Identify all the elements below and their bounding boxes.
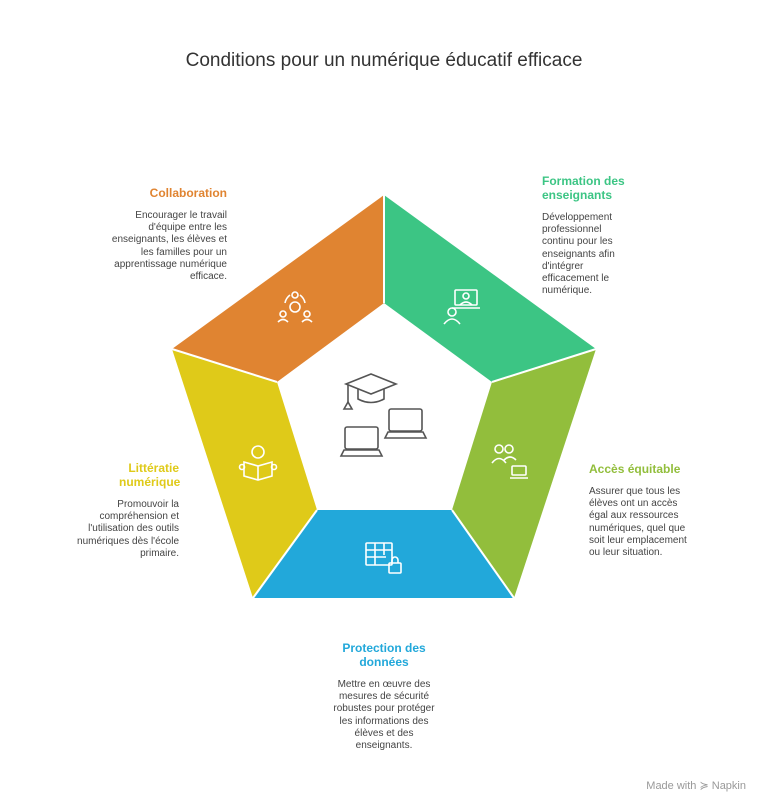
team-gear-icon xyxy=(277,291,313,323)
graduation-cap-icon xyxy=(342,373,399,410)
section-collaboration: Collaboration Encourager le travail d'éq… xyxy=(100,186,227,283)
section-litteratie: Littératie numérique Promouvoir la compr… xyxy=(68,461,181,560)
laptop-icon xyxy=(383,408,428,439)
section-formation: Formation des enseignants Développement … xyxy=(542,174,634,297)
section-text: Assurer que tous les élèves ont un accès… xyxy=(589,486,687,559)
segment-acces xyxy=(452,349,596,598)
section-acces: Accès équitable Assurer que tous les élè… xyxy=(589,462,699,559)
reader-book-icon xyxy=(238,445,278,481)
segment-collaboration xyxy=(172,195,384,382)
segment-formation xyxy=(384,195,596,382)
section-text: Développement professionnel continu pour… xyxy=(542,212,615,297)
section-text: Promouvoir la compréhension et l'utilisa… xyxy=(77,499,179,559)
section-text: Mettre en œuvre des mesures de sécurité … xyxy=(333,679,435,752)
users-laptop-icon xyxy=(491,444,528,479)
section-title: Formation des enseignants xyxy=(542,174,625,202)
section-title: Collaboration xyxy=(149,186,227,200)
laptop-icon xyxy=(339,426,384,457)
section-title: Protection des données xyxy=(342,641,426,669)
napkin-attribution[interactable]: Made with ≽ Napkin xyxy=(646,780,746,792)
section-title: Accès équitable xyxy=(589,462,681,476)
teacher-laptop-icon xyxy=(443,289,480,325)
section-text: Encourager le travail d'équipe entre les… xyxy=(111,210,227,283)
section-title: Littératie numérique xyxy=(119,461,181,489)
table-lock-icon xyxy=(365,542,402,574)
page-title: Conditions pour un numérique éducatif ef… xyxy=(185,50,583,71)
section-protection: Protection des données Mettre en œuvre d… xyxy=(328,641,440,752)
